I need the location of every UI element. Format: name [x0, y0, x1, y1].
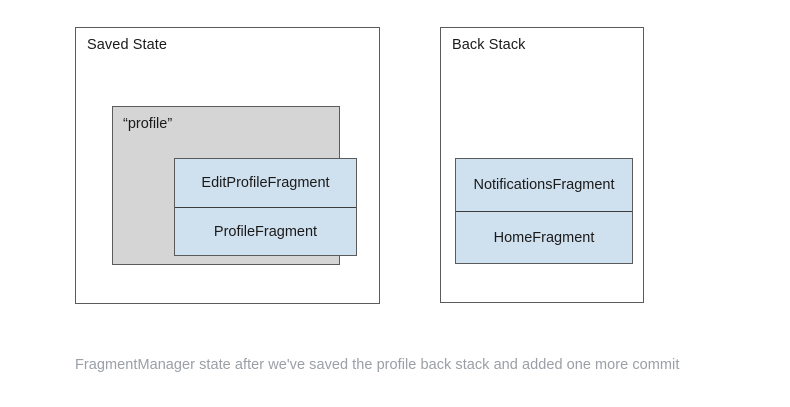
profile-group-label: “profile” — [123, 116, 173, 132]
saved-state-panel-title: Saved State — [87, 37, 168, 53]
back-stack-fragment-stack: NotificationsFragment HomeFragment — [455, 158, 633, 264]
back-stack-panel: Back Stack NotificationsFragment HomeFra… — [440, 27, 644, 303]
diagram-caption: FragmentManager state after we've saved … — [75, 357, 680, 373]
saved-state-panel: Saved State “profile” EditProfileFragmen… — [75, 27, 380, 304]
fragment-profile: ProfileFragment — [175, 207, 356, 255]
fragment-edit-profile: EditProfileFragment — [175, 159, 356, 207]
fragment-home: HomeFragment — [456, 211, 632, 263]
profile-fragment-stack: EditProfileFragment ProfileFragment — [174, 158, 357, 256]
back-stack-panel-title: Back Stack — [452, 37, 526, 53]
fragment-notifications: NotificationsFragment — [456, 159, 632, 211]
profile-group-box: “profile” EditProfileFragment ProfileFra… — [112, 106, 357, 265]
